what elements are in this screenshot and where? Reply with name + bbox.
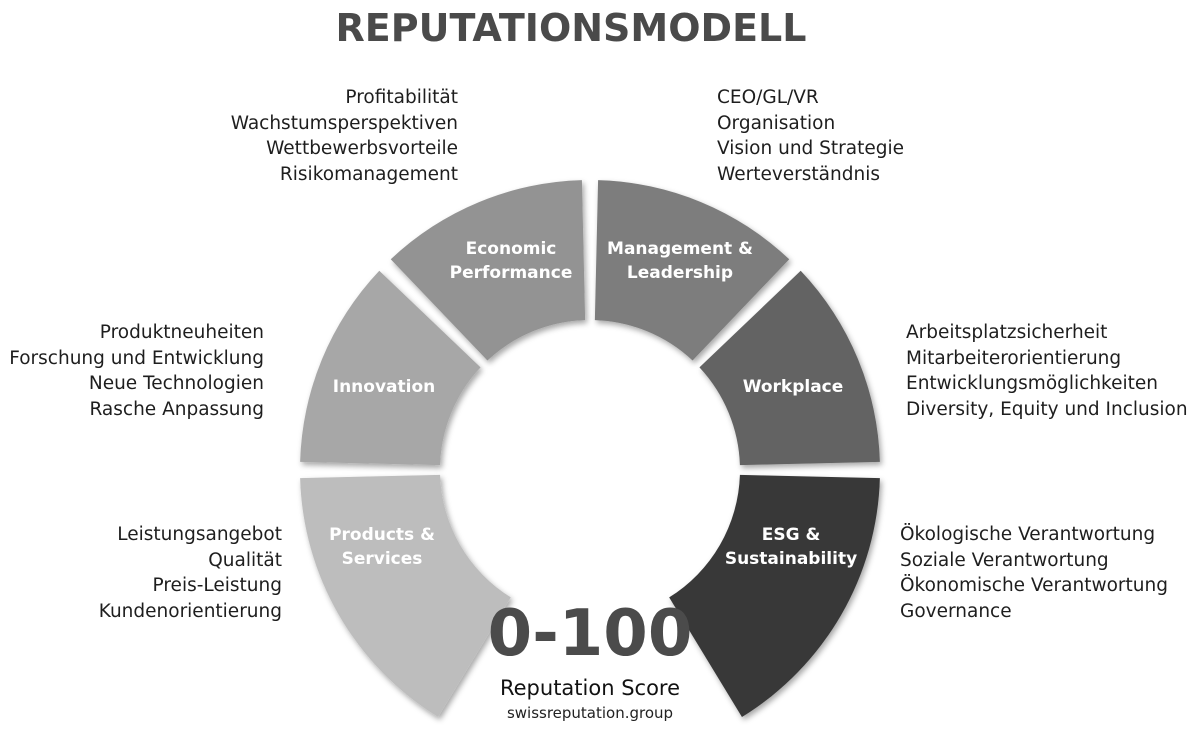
segment-label-innovation: Innovation — [333, 377, 436, 397]
criterion: Arbeitsplatzsicherheit — [906, 322, 1108, 343]
criterion: Diversity, Equity und Inclusion — [906, 398, 1188, 420]
criterion: Entwicklungsmöglichkeiten — [906, 373, 1158, 394]
innovation-criteria: Produktneuheiten Forschung und Entwicklu… — [9, 320, 264, 422]
segment-workplace — [699, 270, 880, 466]
criterion: Ökonomische Verantwortung — [900, 575, 1168, 596]
diagram-title: REPUTATIONSMODELL — [335, 6, 807, 50]
criterion: Rasche Anpassung — [89, 398, 264, 420]
segment-label-management: Management &Leadership — [607, 239, 753, 283]
management-leadership-criteria: CEO/GL/VR Organisation Vision und Strate… — [717, 85, 904, 187]
criterion: Forschung und Entwicklung — [9, 347, 264, 369]
criterion: Neue Technologien — [88, 373, 264, 394]
criterion: Profitabilität — [345, 87, 458, 108]
criterion: Preis-Leistung — [152, 575, 282, 596]
products-services-criteria: Leistungsangebot Qualität Preis-Leistung… — [99, 522, 282, 624]
score-label: Reputation Score — [499, 676, 681, 700]
criterion: Leistungsangebot — [117, 524, 282, 545]
score-range: 0-100 — [487, 597, 693, 671]
criterion: Produktneuheiten — [99, 322, 264, 343]
segment-economic — [390, 180, 586, 361]
criterion: Organisation — [717, 112, 836, 134]
segment-innovation — [300, 270, 481, 466]
criterion: Soziale Verantwortung — [900, 549, 1109, 571]
criterion: Wachstumsperspektiven — [230, 112, 458, 134]
criterion: Ökologische Verantwortung — [900, 524, 1156, 545]
criterion: Vision und Strategie — [717, 138, 905, 159]
economic-performance-criteria: Profitabilität Wachstumsperspektiven Wet… — [231, 85, 458, 187]
segment-esg — [669, 474, 880, 718]
criterion: Werteverständnis — [717, 163, 880, 185]
criterion: Kundenorientierung — [98, 600, 282, 622]
segment-management — [594, 180, 790, 361]
criterion: Governance — [900, 600, 1012, 622]
esg-sustainability-criteria: Ökologische Verantwortung Soziale Verant… — [900, 522, 1168, 624]
criterion: Risikomanagement — [279, 163, 458, 185]
criterion: CEO/GL/VR — [717, 87, 819, 108]
criterion: Mitarbeiterorientierung — [906, 347, 1122, 369]
workplace-criteria: Arbeitsplatzsicherheit Mitarbeiterorient… — [906, 320, 1188, 422]
criterion: Wettbewerbsvorteile — [266, 138, 458, 159]
website-label: swissreputation.group — [506, 704, 674, 722]
segment-label-workplace: Workplace — [743, 377, 844, 397]
criterion: Qualität — [208, 549, 282, 571]
segment-products — [300, 474, 511, 718]
segment-label-esg: ESG &Sustainability — [725, 525, 857, 569]
segment-label-products: Products &Services — [329, 525, 435, 569]
